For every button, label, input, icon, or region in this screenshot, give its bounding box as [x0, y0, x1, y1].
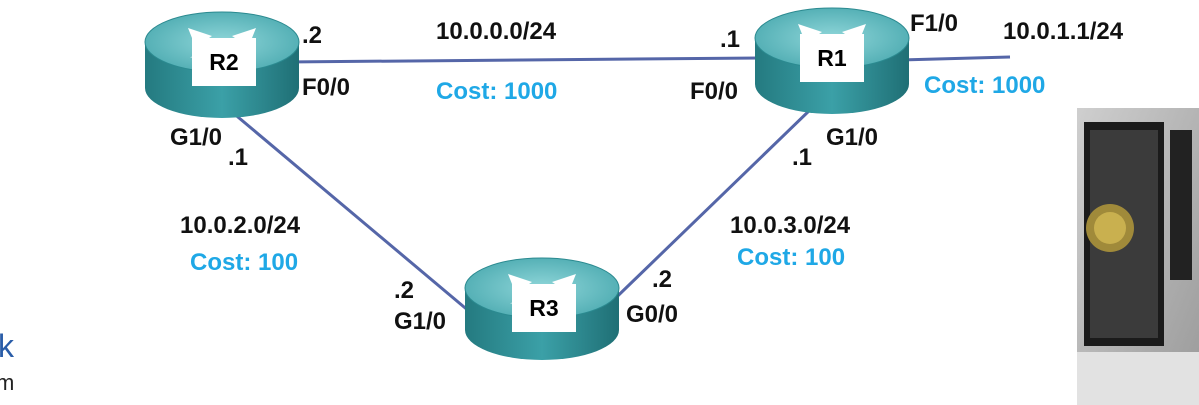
- router-label-r1: R1: [800, 34, 864, 82]
- certificate-photo: [1077, 108, 1199, 405]
- network-10-0-3-0: 10.0.3.0/24: [730, 212, 851, 239]
- router-label-r2: R2: [192, 38, 256, 86]
- r2-g10-intf: G1/0: [170, 124, 223, 151]
- link-r1-r3: [595, 106, 814, 318]
- r3-g00-ip: .2: [652, 266, 673, 293]
- r3-g00-intf: G0/0: [626, 301, 679, 328]
- logo-fragment-bottom: m: [0, 370, 15, 395]
- r1-f00-intf: F0/0: [690, 78, 739, 105]
- r1-f00-ip: .1: [720, 26, 741, 53]
- r1-g10-ip: .1: [792, 144, 813, 171]
- cost-r2-r3: Cost: 100: [190, 249, 299, 276]
- link-r1-lan: [899, 55, 1011, 62]
- router-label-r3: R3: [512, 284, 576, 332]
- cost-r1-r3: Cost: 100: [737, 244, 846, 271]
- r3-g10-intf: G1/0: [394, 308, 447, 335]
- cost-r1-lan: Cost: 1000: [924, 72, 1046, 99]
- r3-g10-ip: .2: [394, 277, 415, 304]
- r2-f00-ip: .2: [302, 22, 323, 49]
- logo-fragment-top: k: [0, 328, 14, 364]
- r2-g10-ip: .1: [228, 144, 249, 171]
- r1-g10-intf: G1/0: [826, 124, 879, 151]
- link-r2-r3: [231, 110, 471, 314]
- r2-f00-intf: F0/0: [302, 74, 351, 101]
- cost-r2-r1: Cost: 1000: [436, 78, 558, 105]
- network-10-0-1-1: 10.0.1.1/24: [1003, 18, 1124, 45]
- network-10-0-0-0: 10.0.0.0/24: [436, 18, 557, 45]
- network-10-0-2-0: 10.0.2.0/24: [180, 212, 301, 239]
- r1-f10-intf: F1/0: [910, 10, 959, 37]
- link-r2-r1: [284, 56, 761, 64]
